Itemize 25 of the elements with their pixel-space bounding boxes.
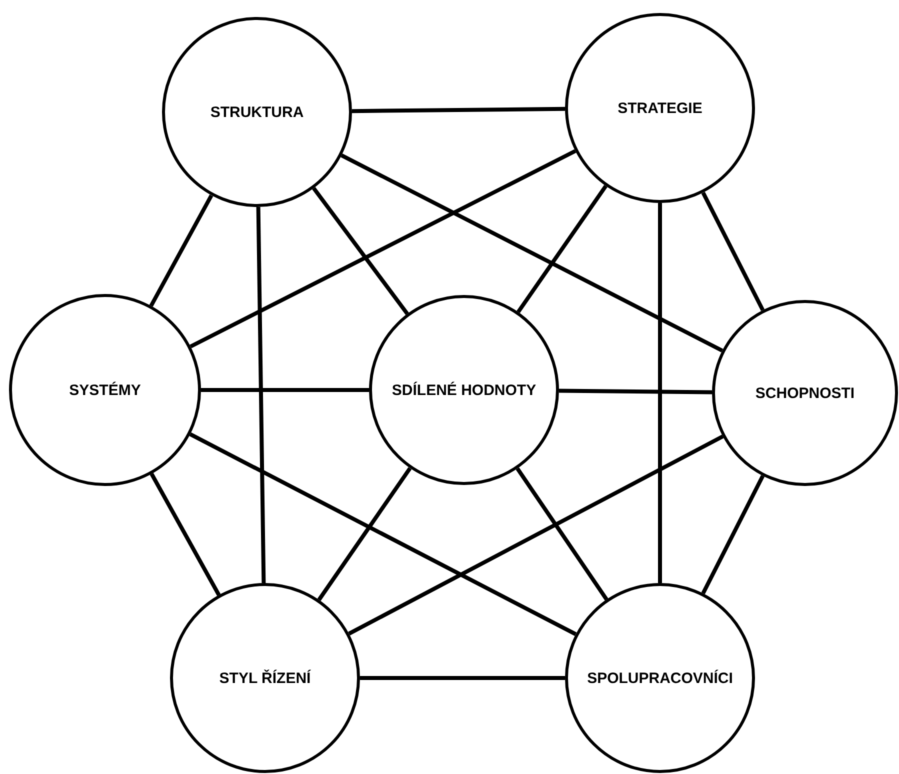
connector-line [516,184,608,314]
connector-line [516,467,608,601]
concept-label: SPOLUPRACOVNÍCI [587,670,733,686]
concept-label: SCHOPNOSTI [755,384,855,402]
connector-line [312,187,409,315]
connector-line [352,106,566,114]
connector-line [317,467,412,601]
concept-label: STYL ŘÍZENÍ [219,670,311,686]
connector-line [340,154,724,352]
connector-line [360,676,565,680]
connector-line [701,475,765,594]
concept-label: SYSTÉMY [69,382,141,398]
concept-label: STRATEGIE [618,100,702,116]
connector-line [348,434,724,636]
connector-line [190,149,576,348]
connector-line [658,203,662,583]
connector-line [150,472,221,596]
concept-label: SDÍLENÉ HODNOTY [392,382,536,398]
connector-line [201,388,369,392]
connector-line [189,432,577,636]
connector-line [256,206,266,584]
connector-line [558,388,712,394]
connector-line [149,194,214,307]
concept-label: STRUKTURA [210,104,304,120]
connector-line [701,192,765,311]
